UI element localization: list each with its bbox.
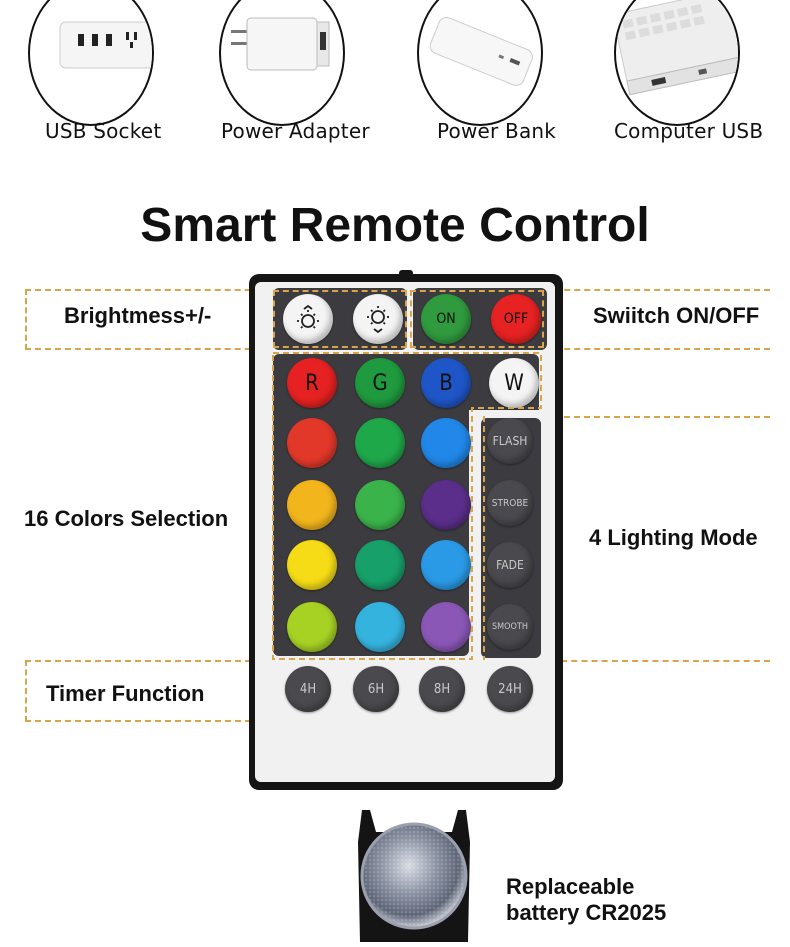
color-button[interactable] <box>355 418 405 468</box>
off-button[interactable]: OFF <box>491 294 541 344</box>
timer-6h-button[interactable]: 6H <box>353 666 399 712</box>
strobe-button[interactable]: STROBE <box>487 480 533 526</box>
computer-usb-image <box>614 0 740 126</box>
modes-group-outline <box>483 416 485 660</box>
timer-8h-label: 8H <box>433 681 451 697</box>
battery-holder <box>340 802 490 942</box>
page-title: Smart Remote Control <box>140 199 650 252</box>
battery-callout: Replaceable battery CR2025 <box>506 874 666 926</box>
brightness-up-button[interactable] <box>283 294 333 344</box>
on-button[interactable]: ON <box>421 294 471 344</box>
color-button[interactable] <box>355 602 405 652</box>
timer-4h-button[interactable]: 4H <box>285 666 331 712</box>
color-button[interactable] <box>355 480 405 530</box>
timer-24h-label: 24H <box>498 681 522 697</box>
red-button-label: R <box>305 370 319 396</box>
brightness-down-icon <box>367 306 389 334</box>
brightness-callout: Brightmess+/- <box>64 303 212 328</box>
brightness-up-icon <box>297 304 319 329</box>
fade-button-label: FADE <box>496 558 524 572</box>
battery-holder-image <box>358 810 470 942</box>
fade-button[interactable]: FADE <box>487 542 533 588</box>
usb-socket-image <box>28 0 154 126</box>
brightness-down-button[interactable] <box>353 294 403 344</box>
timer-callout-extension <box>551 660 770 662</box>
brightness-buttons-outline <box>273 290 407 348</box>
color-button[interactable] <box>421 602 471 652</box>
timer-24h-button[interactable]: 24H <box>487 666 533 712</box>
source-usb-socket: USB Socket <box>28 0 161 143</box>
smooth-button[interactable]: SMOOTH <box>487 604 533 650</box>
power-adapter-label: Power Adapter <box>221 119 370 143</box>
red-button[interactable]: R <box>287 358 337 408</box>
color-button[interactable] <box>421 480 471 530</box>
switch-callout: Swiitch ON/OFF <box>593 303 760 328</box>
color-button[interactable] <box>287 480 337 530</box>
color-button[interactable] <box>421 540 471 590</box>
modes-callout: 4 Lighting Mode <box>589 525 758 550</box>
on-button-label: ON <box>436 311 456 327</box>
color-button[interactable] <box>287 418 337 468</box>
timer-8h-button[interactable]: 8H <box>419 666 465 712</box>
color-group-outline <box>272 352 542 660</box>
modes-callout-top-line <box>484 416 770 418</box>
flash-button[interactable]: FLASH <box>487 418 533 464</box>
timer-callout: Timer Function <box>46 681 205 706</box>
green-button[interactable]: G <box>355 358 405 408</box>
timer-4h-label: 4H <box>299 681 317 697</box>
timer-6h-label: 6H <box>367 681 385 697</box>
color-button[interactable] <box>287 540 337 590</box>
colors-callout: 16 Colors Selection <box>24 506 229 531</box>
usb-socket-label: USB Socket <box>45 119 162 143</box>
color-button[interactable] <box>421 418 471 468</box>
white-button[interactable]: W <box>489 358 539 408</box>
white-button-label: W <box>504 370 524 396</box>
source-computer-usb: Computer USB <box>614 0 763 143</box>
strobe-button-label: STROBE <box>491 497 529 509</box>
battery-callout-line1: Replaceable <box>506 874 635 899</box>
power-bank-image <box>417 0 543 126</box>
blue-button[interactable]: B <box>421 358 471 408</box>
battery-callout-line2: battery CR2025 <box>506 900 667 925</box>
power-buttons-outline <box>410 290 544 348</box>
flash-button-label: FLASH <box>492 434 528 448</box>
source-power-bank: Power Bank <box>417 0 556 143</box>
green-button-label: G <box>372 370 388 396</box>
power-bank-label: Power Bank <box>437 119 557 143</box>
smooth-button-label: SMOOTH <box>492 622 528 632</box>
color-button[interactable] <box>287 602 337 652</box>
blue-button-label: B <box>439 370 453 396</box>
source-power-adapter: Power Adapter <box>219 0 370 143</box>
color-button[interactable] <box>355 540 405 590</box>
off-button-label: OFF <box>503 311 529 327</box>
remote-face: ON OFF R G B W FLASH <box>255 282 555 782</box>
ir-emitter <box>399 270 413 276</box>
power-adapter-image <box>219 0 345 126</box>
computer-usb-label: Computer USB <box>614 119 764 143</box>
remote-control: ON OFF R G B W FLASH <box>249 270 563 790</box>
